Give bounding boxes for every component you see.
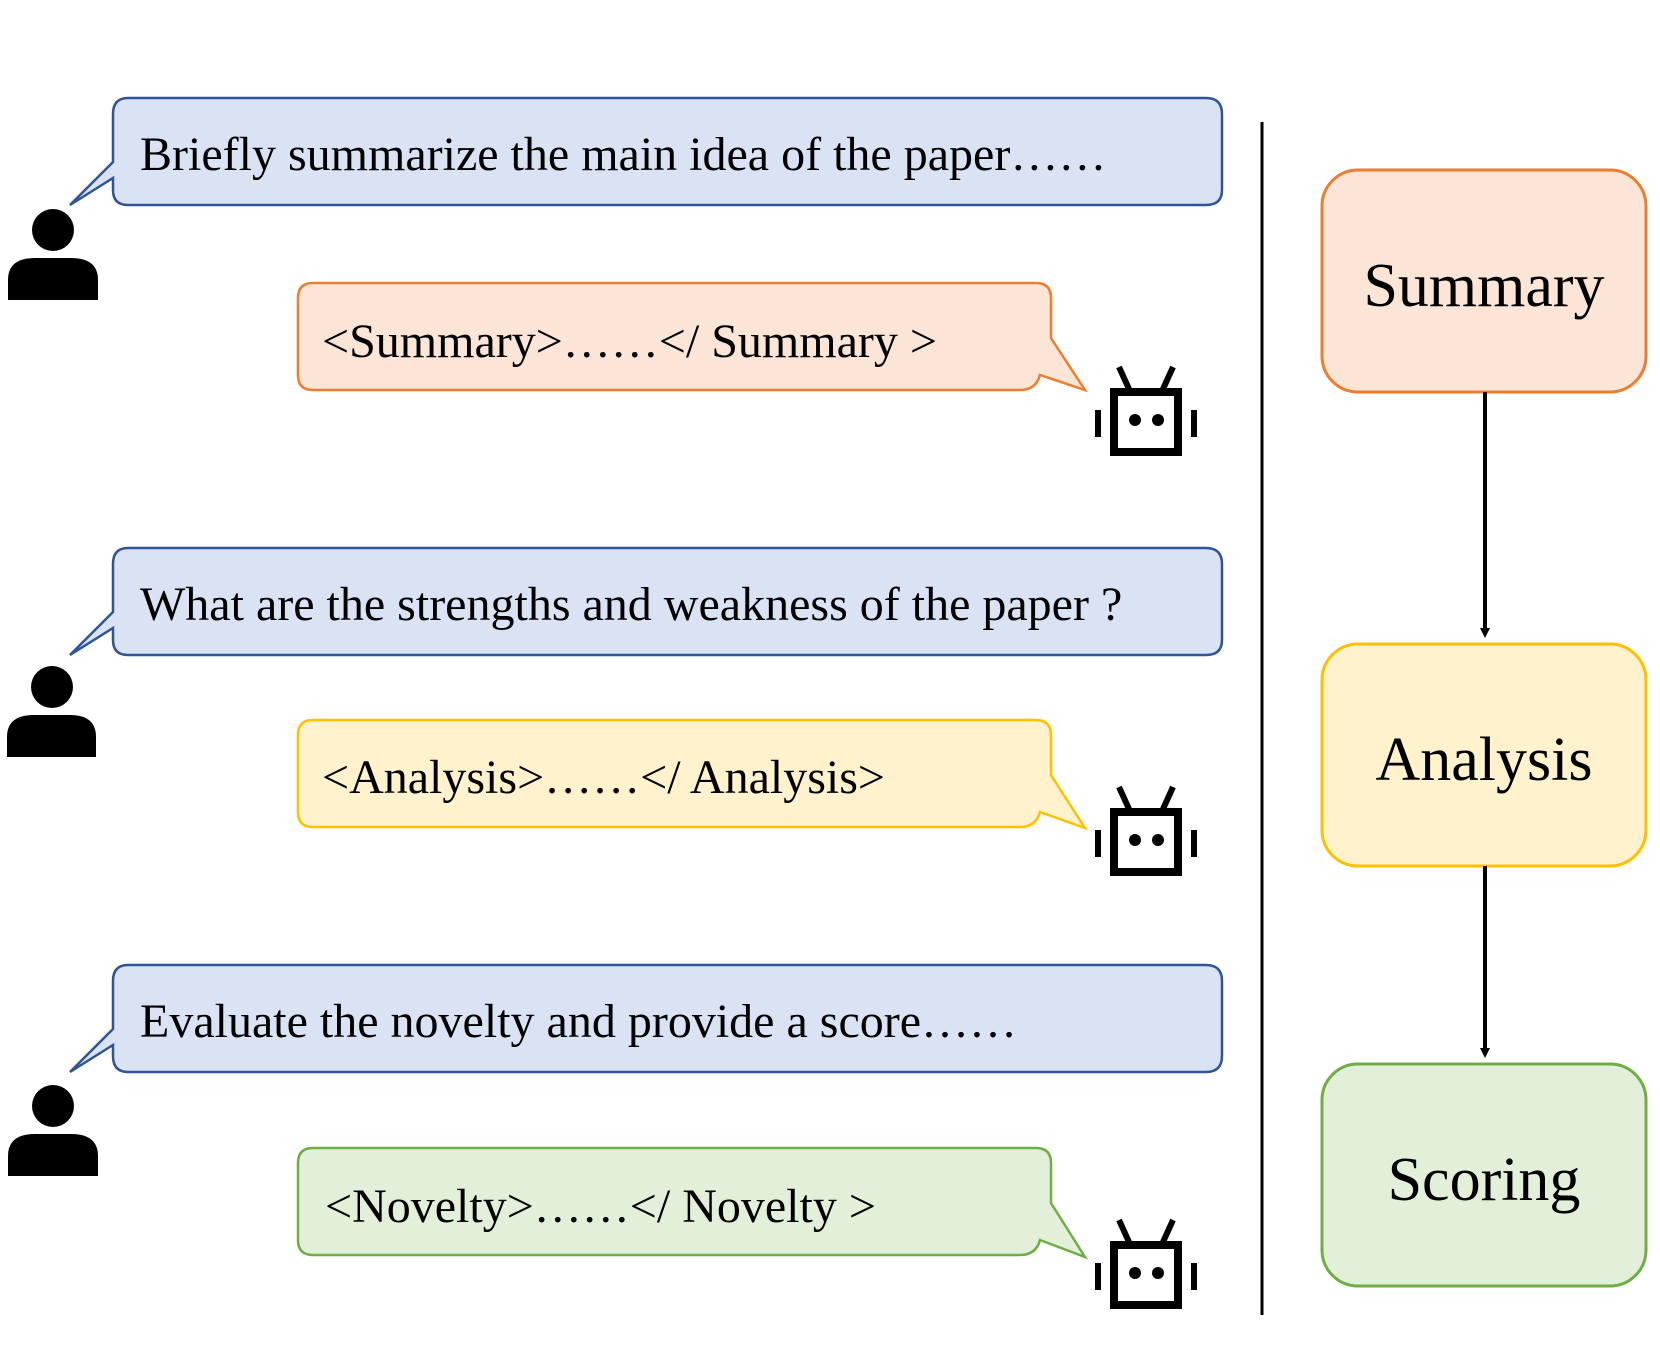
stage-label-summary: Summary xyxy=(1363,252,1604,320)
user-bubble-3 xyxy=(69,963,1224,1074)
turn-1: Briefly summarize the main idea of the p… xyxy=(8,96,1224,456)
model-response-3: <Novelty>……</ Novelty > xyxy=(325,1180,876,1233)
model-bubble-3 xyxy=(296,1146,1089,1260)
robot-icon xyxy=(1095,785,1197,876)
user-icon xyxy=(8,1085,98,1176)
model-bubble-1 xyxy=(296,281,1089,393)
robot-icon xyxy=(1095,365,1197,456)
user-bubble-1 xyxy=(69,96,1224,207)
pipeline: Summary Analysis Scoring xyxy=(1320,168,1648,1288)
turn-2: What are the strengths and weakness of t… xyxy=(7,546,1224,876)
user-prompt-1: Briefly summarize the main idea of the p… xyxy=(140,128,1106,181)
model-bubble-2 xyxy=(296,718,1089,831)
stage-label-scoring: Scoring xyxy=(1388,1146,1581,1214)
model-response-1: <Summary>……</ Summary > xyxy=(322,315,937,368)
user-prompt-2: What are the strengths and weakness of t… xyxy=(140,578,1122,631)
user-prompt-3: Evaluate the novelty and provide a score… xyxy=(140,995,1017,1048)
turn-3: Evaluate the novelty and provide a score… xyxy=(8,963,1224,1309)
robot-icon xyxy=(1095,1218,1197,1309)
user-bubble-2 xyxy=(69,546,1224,657)
model-response-2: <Analysis>……</ Analysis> xyxy=(322,751,885,804)
stage-box-scoring xyxy=(1320,1062,1648,1288)
user-icon xyxy=(8,209,98,300)
user-icon xyxy=(7,666,96,757)
stage-label-analysis: Analysis xyxy=(1376,726,1593,794)
